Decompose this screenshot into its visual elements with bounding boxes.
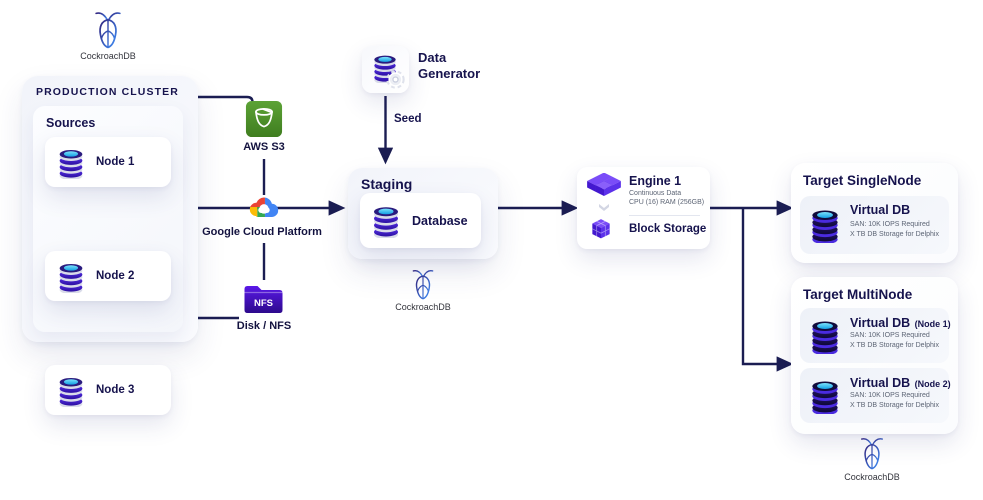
database-dark-icon: [806, 316, 844, 354]
cockroachdb-logo-staging: CockroachDB: [393, 269, 453, 312]
database-icon: [54, 373, 88, 407]
production-cluster-card: PRODUCTION CLUSTER Sources Node 1 Node 2…: [22, 76, 198, 415]
virtual-db-spec-1: SAN: 10K IOPS Required: [850, 332, 930, 339]
staging-database-label: Database: [412, 214, 468, 228]
virtual-db-node-suffix: (Node 2): [914, 379, 951, 389]
cockroachdb-label: CockroachDB: [844, 472, 900, 482]
cockroachdb-icon: [410, 269, 436, 300]
virtual-db-name: Virtual DB: [850, 203, 911, 217]
database-dark-icon: [806, 205, 844, 243]
nfs-label: Disk / NFS: [236, 320, 292, 332]
virtual-db-name: Virtual DB: [850, 316, 911, 330]
engine-title: Engine 1: [629, 174, 682, 188]
cockroachdb-label: CockroachDB: [395, 302, 451, 312]
virtual-db-card-node2: Virtual DB (Node 2) SAN: 10K IOPS Requir…: [800, 368, 951, 423]
aws-s3-icon: [245, 100, 283, 138]
virtual-db-spec-2: X TB DB Storage for Delphix: [850, 402, 939, 409]
virtual-db-card: Virtual DB SAN: 10K IOPS Required X TB D…: [800, 196, 949, 254]
block-storage-cube-icon: [590, 217, 612, 241]
virtual-db-node-suffix: (Node 1): [914, 319, 951, 329]
chevron-down-icon: [598, 204, 610, 212]
seed-label: Seed: [394, 113, 422, 125]
target-multinode-card: Target MultiNode Virtual DB (Node 1) SAN…: [791, 277, 958, 434]
staging-title: Staging: [361, 176, 413, 192]
engine-card: Engine 1 Continuous Data CPU (16) RAM (2…: [577, 167, 710, 249]
cockroachdb-logo-bottom: CockroachDB: [842, 437, 902, 482]
virtual-db-card-node1: Virtual DB (Node 1) SAN: 10K IOPS Requir…: [800, 308, 951, 363]
node-card-3: Node 3: [45, 359, 177, 415]
virtual-db-spec-1: SAN: 10K IOPS Required: [850, 392, 930, 399]
node-card-2: Node 2: [45, 245, 177, 301]
cockroachdb-logo-top: CockroachDB: [78, 11, 138, 61]
node-label: Node 1: [96, 156, 135, 168]
data-generator-label: Data Generator: [418, 50, 481, 82]
database-dark-icon: [806, 376, 844, 414]
block-storage-label: Block Storage: [629, 223, 707, 235]
aws-s3-label: AWS S3: [243, 141, 285, 153]
virtual-db-spec-1: SAN: 10K IOPS Required: [850, 221, 930, 228]
cockroachdb-icon: [92, 11, 124, 49]
database-icon: [54, 259, 88, 293]
staging-card: Staging Database: [348, 168, 498, 259]
engine-divider: [629, 215, 700, 216]
target-multinode-title: Target MultiNode: [803, 287, 913, 302]
virtual-db-spec-2: X TB DB Storage for Delphix: [850, 342, 939, 349]
node-label: Node 3: [96, 384, 135, 396]
virtual-db-name: Virtual DB: [850, 376, 911, 390]
engine-subtitle-2: CPU (16) RAM (256GB): [629, 199, 705, 206]
engine-subtitle-1: Continuous Data: [629, 190, 682, 197]
target-singlenode-title: Target SingleNode: [803, 173, 922, 188]
sources-title: Sources: [46, 116, 96, 130]
gear-icon: [386, 70, 405, 89]
nfs-folder-text: NFS: [254, 298, 273, 309]
staging-database-card: Database: [360, 187, 487, 248]
node-card-1: Node 1: [45, 131, 177, 187]
production-cluster-title: PRODUCTION CLUSTER: [36, 86, 179, 98]
target-singlenode-card: Target SingleNode Virtual DB SAN: 10K IO…: [791, 163, 958, 263]
engine-cubes-icon: [583, 173, 625, 203]
sources-card: Sources Node 1 Node 2 Node 3: [33, 106, 183, 415]
data-generator-card: [362, 46, 409, 93]
node-label: Node 2: [96, 270, 135, 282]
arrow-engine-to-multinode: [741, 208, 794, 372]
google-cloud-label: Google Cloud Platform: [202, 226, 322, 238]
database-icon: [54, 145, 88, 179]
google-cloud-icon: [245, 194, 283, 221]
virtual-db-spec-2: X TB DB Storage for Delphix: [850, 231, 939, 238]
cockroachdb-icon: [858, 437, 886, 470]
cockroachdb-label: CockroachDB: [80, 51, 136, 61]
database-icon: [368, 202, 404, 238]
nfs-folder-icon: NFS: [240, 279, 287, 317]
